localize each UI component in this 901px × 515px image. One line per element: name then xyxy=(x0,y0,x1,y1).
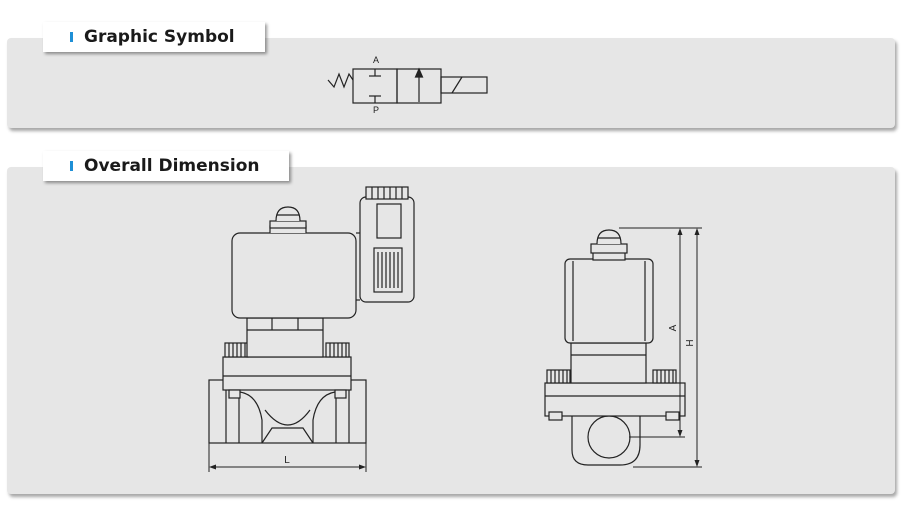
section-title: Graphic Symbol xyxy=(84,27,235,47)
dimension-l-label: L xyxy=(284,455,290,466)
port-p-label: P xyxy=(373,105,379,115)
section-marker-icon xyxy=(70,32,73,42)
graphic-symbol-tab: Graphic Symbol xyxy=(43,22,265,52)
dimension-h-label: H xyxy=(685,339,696,346)
port-a-label: A xyxy=(373,55,379,65)
front-view xyxy=(208,186,415,444)
section-title: Overall Dimension xyxy=(84,156,260,176)
overall-dimension-tab: Overall Dimension xyxy=(43,151,289,181)
side-view xyxy=(544,229,686,466)
overall-dimension-panel xyxy=(7,167,895,494)
graphic-symbol-panel xyxy=(7,38,895,128)
dimension-a-label: A xyxy=(668,324,679,331)
solenoid-icon xyxy=(440,76,488,94)
stem xyxy=(246,317,324,358)
dimension-l xyxy=(208,443,367,472)
spring-icon xyxy=(327,72,354,89)
coil-housing-side xyxy=(564,258,654,344)
dimension-a-h xyxy=(619,227,702,468)
flange xyxy=(222,356,352,391)
section-marker-icon xyxy=(70,161,73,171)
coil-housing xyxy=(231,232,357,319)
valve-symbol xyxy=(327,67,488,104)
